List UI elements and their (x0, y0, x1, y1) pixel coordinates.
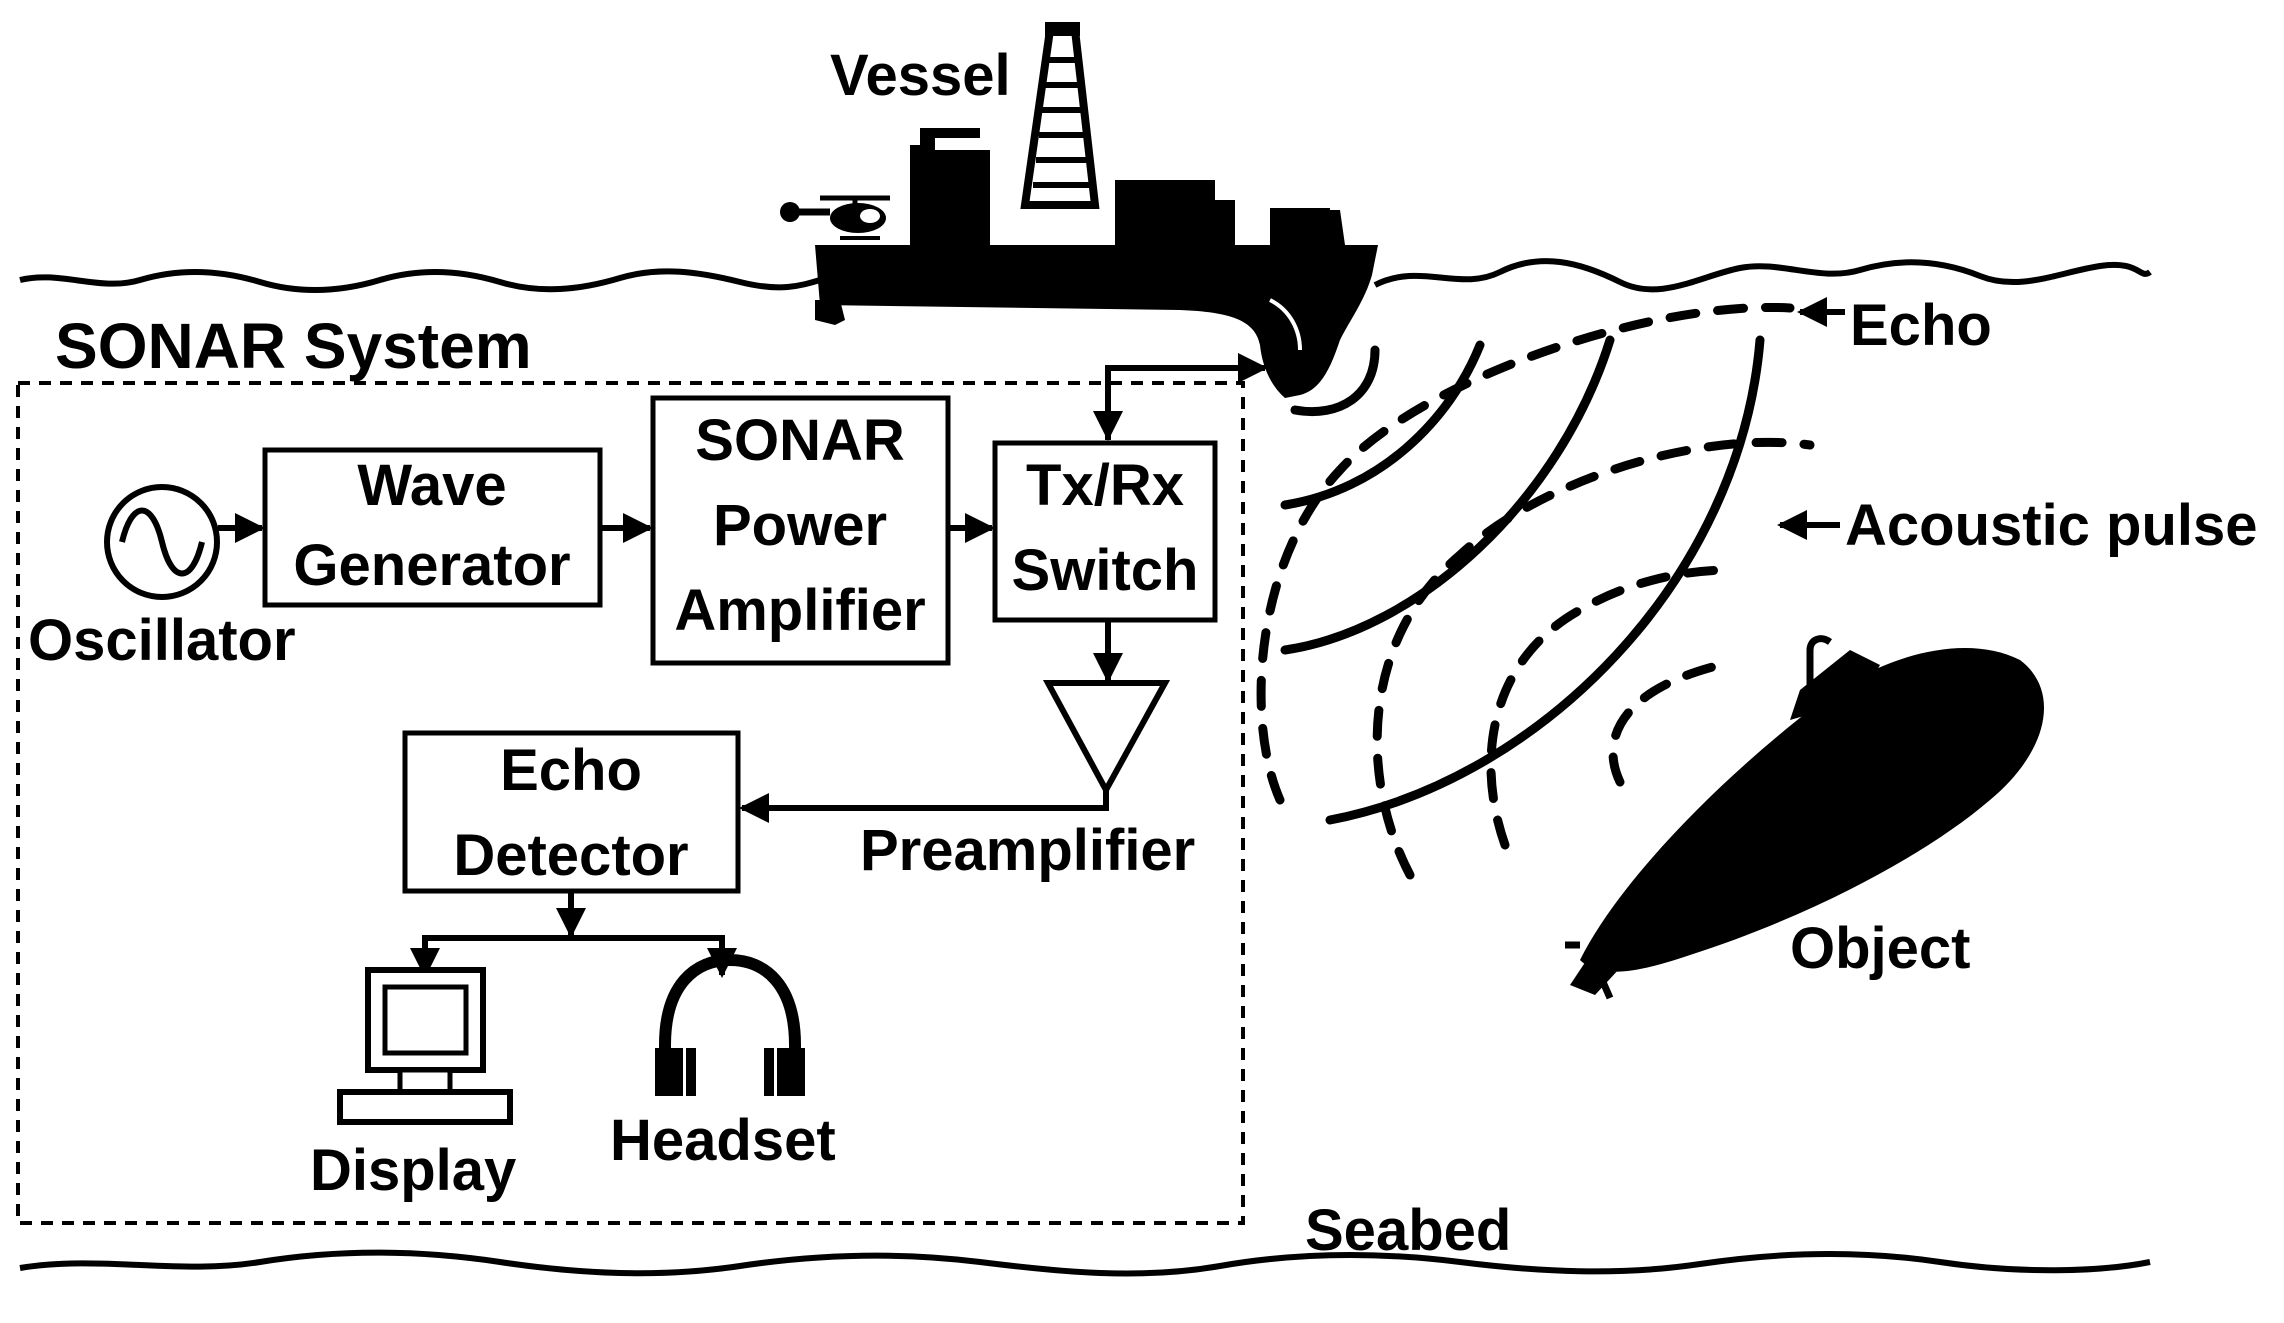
sonar-system-boundary (16, 381, 1245, 1225)
acoustic-pulse-waves (1280, 335, 1765, 825)
echo-label: Echo (1850, 293, 1992, 358)
object-label: Object (1790, 916, 1971, 981)
preamplifier-label: Preamplifier (860, 818, 1195, 883)
headset-icon (655, 953, 805, 1096)
signal-arrows (218, 353, 1268, 978)
txrx-switch-block: Tx/Rx Switch (992, 440, 1218, 623)
seabed-label: Seabed (1305, 1198, 1511, 1263)
echo-waves (1256, 302, 1815, 880)
power-amplifier-line1: SONAR (695, 408, 904, 473)
power-amplifier-block: SONAR Power Amplifier (650, 395, 951, 666)
power-amplifier-line3: Amplifier (674, 578, 925, 643)
echo-detector-line2: Detector (453, 823, 688, 888)
vessel-label: Vessel (830, 43, 1011, 108)
seabed-line (19, 1249, 2151, 1277)
sonar-system-title: SONAR System (55, 310, 532, 382)
display-icon (337, 967, 513, 1125)
preamplifier-icon (1042, 680, 1171, 797)
wave-generator-line1: Wave (357, 453, 506, 518)
txrx-switch-line2: Switch (1012, 538, 1199, 603)
wave-generator-block: Wave Generator (262, 447, 603, 608)
echo-detector-line1: Echo (500, 738, 642, 803)
submarine-icon (1565, 635, 2044, 1000)
headset-label: Headset (610, 1108, 836, 1173)
txrx-switch-line1: Tx/Rx (1026, 453, 1184, 518)
oscillator-icon (104, 484, 220, 600)
power-amplifier-line2: Power (713, 493, 887, 558)
acoustic-pulse-label: Acoustic pulse (1845, 493, 2258, 558)
display-label: Display (310, 1138, 516, 1203)
oscillator-label: Oscillator (28, 608, 296, 673)
sea-surface (19, 258, 2152, 293)
wave-generator-line2: Generator (293, 533, 570, 598)
vessel-icon (780, 22, 1378, 398)
echo-detector-block: Echo Detector (402, 730, 741, 894)
